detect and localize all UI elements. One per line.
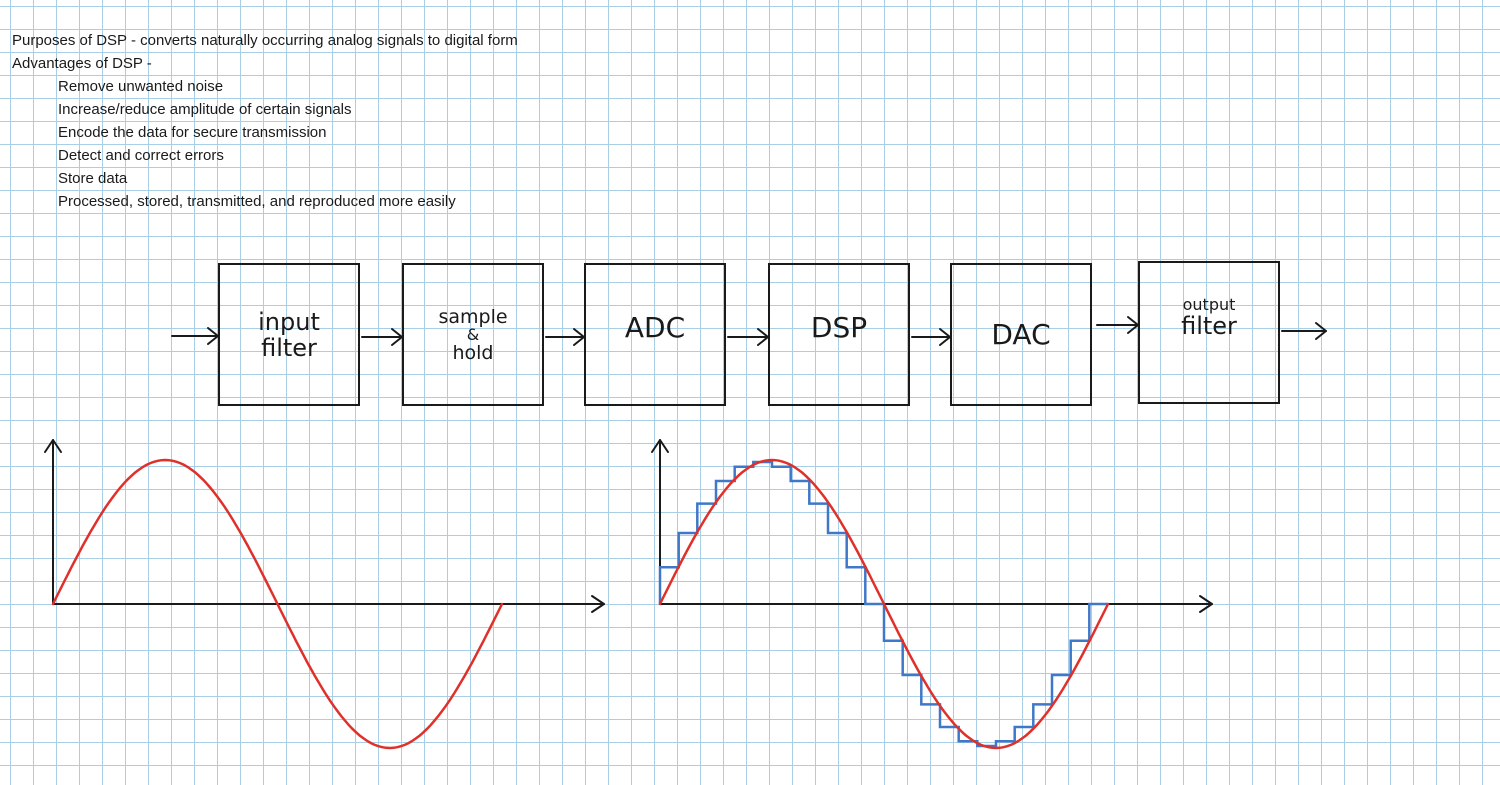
dsp-block: DSP	[768, 263, 910, 406]
sample-hold-label-line2: &	[466, 324, 480, 344]
arrow-sample-to-adc	[545, 328, 585, 346]
sample-hold-label-line3: hold	[452, 341, 494, 364]
advantage-item: Remove unwanted noise	[58, 78, 224, 95]
analog-signal-graph	[44, 439, 605, 750]
sample-hold-label-line1: sample	[438, 305, 508, 328]
input-filter-label-line2: filter	[261, 333, 317, 362]
input-filter-block: input filter	[218, 263, 360, 406]
adc-block: ADC	[584, 263, 726, 406]
arrow-filter-to-sample	[361, 328, 403, 346]
output-filter-block: output filter	[1138, 261, 1280, 404]
arrow-adc-to-dsp	[727, 328, 769, 346]
sampled-sine-wave	[658, 458, 1110, 750]
analog-sine-wave	[51, 458, 504, 750]
arrow-dsp-to-dac	[911, 328, 951, 346]
output-filter-label-line2: filter	[1181, 311, 1237, 340]
dsp-label: DSP	[810, 310, 868, 344]
arrow-out-of-output-filter	[1281, 322, 1327, 340]
output-filter-label-line1: output	[1182, 294, 1236, 314]
advantages-heading: Advantages of DSP -	[12, 55, 152, 72]
purpose-line: Purposes of DSP - converts naturally occ…	[12, 32, 518, 49]
adc-label: ADC	[624, 310, 686, 344]
analog-graph-axes	[44, 439, 605, 613]
dac-block: DAC	[950, 263, 1092, 406]
arrow-into-input-filter	[171, 327, 219, 345]
advantage-item: Detect and correct errors	[58, 147, 224, 164]
sampled-signal-graph	[651, 439, 1213, 750]
advantage-item: Increase/reduce amplitude of certain sig…	[58, 101, 352, 118]
flow-arrows	[171, 316, 1327, 346]
advantage-item: Store data	[58, 170, 128, 187]
dac-label: DAC	[991, 317, 1051, 351]
advantage-item: Encode the data for secure transmission	[58, 124, 327, 141]
sample-hold-block: sample & hold	[402, 263, 544, 406]
input-filter-label-line1: input	[258, 307, 320, 336]
arrow-dac-to-output-filter	[1096, 316, 1139, 334]
notes-text: Purposes of DSP - converts naturally occ…	[12, 29, 518, 213]
advantage-item: Processed, stored, transmitted, and repr…	[58, 193, 456, 210]
